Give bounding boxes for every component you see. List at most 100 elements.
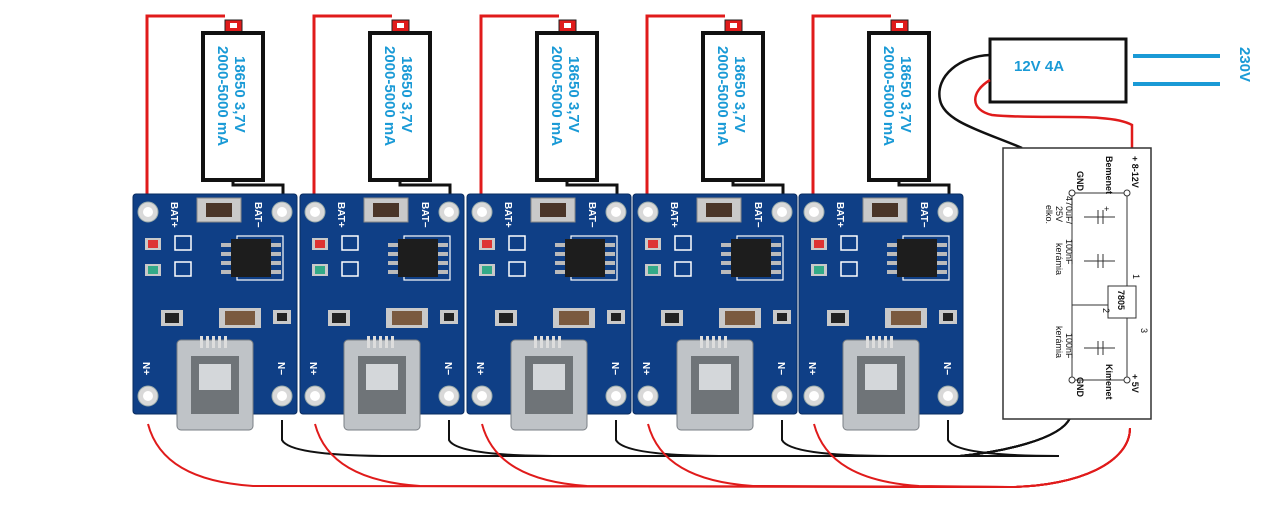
regulator-cap3-type: kerámia [1054, 326, 1064, 358]
led-red-lens [148, 240, 158, 248]
tp4056-chip [897, 239, 937, 277]
in-plus-label: N+ [307, 362, 318, 375]
battery-body [201, 31, 265, 182]
chip-pin [388, 270, 398, 274]
terminal-in-gnd [1068, 189, 1076, 197]
battery-label-line2: 2000-5000 mA [381, 46, 398, 146]
capacitor-body [225, 311, 255, 325]
regulator-cap3-value: 100nF [1064, 333, 1074, 359]
tp4056-board: BAT+BAT−N+N− [798, 193, 964, 431]
chip-pin [771, 243, 781, 247]
chip-pin [438, 261, 448, 265]
usb-pin [712, 336, 715, 348]
pad-hole [277, 207, 287, 217]
smd-footprint [674, 261, 692, 277]
battery-negative-wire [897, 180, 951, 194]
pad-hole [643, 391, 653, 401]
resistor-body [706, 203, 732, 217]
chip-pin [388, 252, 398, 256]
chip-pin [555, 243, 565, 247]
regulator-plus-sign: + [1104, 204, 1109, 214]
usb-pin [718, 336, 721, 348]
regulator-cap1-value: 470uF/ [1064, 196, 1074, 225]
chip-pin [388, 261, 398, 265]
pad-hole [643, 207, 653, 217]
chip-pin [771, 261, 781, 265]
led-red-lens [482, 240, 492, 248]
regulator-pin2: 2 [1101, 308, 1111, 313]
power-supply-box [988, 37, 1128, 104]
pad-hole [777, 207, 787, 217]
resistor-body [499, 313, 513, 323]
usb-pin [706, 336, 709, 348]
bat-minus-label: BAT− [918, 202, 929, 228]
regulator-output-title: Kimenet [1104, 364, 1114, 400]
in-minus-label: N− [609, 362, 620, 375]
led-green-lens [814, 266, 824, 274]
chip-pin [887, 270, 897, 274]
in-minus-label: N− [275, 362, 286, 375]
usb-pin [212, 336, 215, 348]
chip-pin [438, 270, 448, 274]
chip-pin [721, 243, 731, 247]
terminal-highlight [564, 23, 571, 28]
usb-pin [534, 336, 537, 348]
pad-hole [611, 207, 621, 217]
resistor-body [872, 203, 898, 217]
usb-pin [385, 336, 388, 348]
terminal-highlight [230, 23, 237, 28]
chip-pin [271, 270, 281, 274]
battery-positive-wire [645, 14, 725, 194]
regulator-gnd-in: GND [1075, 171, 1085, 192]
chip-pin [605, 261, 615, 265]
mains-label: 230V [1236, 47, 1253, 82]
usb-pin [872, 336, 875, 348]
pad-hole [310, 391, 320, 401]
resistor-body [943, 313, 953, 321]
input-negative-bus [947, 417, 1071, 457]
tp4056-board: BAT+BAT−N+N− [466, 193, 632, 431]
usb-pin [890, 336, 893, 348]
battery-negative-wire [565, 180, 619, 194]
pad-hole [611, 391, 621, 401]
smd-footprint [174, 235, 192, 251]
in-plus-label: N+ [640, 362, 651, 375]
usb-pin [373, 336, 376, 348]
battery-label-line2: 2000-5000 mA [714, 46, 731, 146]
terminal-out-plus [1123, 376, 1131, 384]
terminal-highlight [896, 23, 903, 28]
smd-footprint [341, 261, 359, 277]
pad-hole [943, 207, 953, 217]
capacitor-body [392, 311, 422, 325]
chip-pin [221, 243, 231, 247]
chip-pin [221, 252, 231, 256]
chip-pin [271, 243, 281, 247]
resistor-body [611, 313, 621, 321]
usb-pin [884, 336, 887, 348]
in-minus-label: N− [775, 362, 786, 375]
in-minus-label: N− [442, 362, 453, 375]
tp4056-chip [565, 239, 605, 277]
chip-pin [605, 243, 615, 247]
regulator-pin1: 1 [1131, 274, 1141, 279]
usb-pin [379, 336, 382, 348]
smd-footprint [840, 261, 858, 277]
power-supply: 12V 4A 230V [938, 37, 1253, 150]
pad-hole [777, 391, 787, 401]
regulator-cap2-type: kerámia [1054, 243, 1064, 275]
in-minus-label: N− [941, 362, 952, 375]
terminal-highlight [730, 23, 737, 28]
usb-pin [558, 336, 561, 348]
usb-pin [218, 336, 221, 348]
battery-positive-wire [145, 14, 225, 194]
tp4056-chip [398, 239, 438, 277]
pad-hole [477, 391, 487, 401]
chip-pin [887, 261, 897, 265]
chip-pin [771, 252, 781, 256]
smd-footprint [840, 235, 858, 251]
